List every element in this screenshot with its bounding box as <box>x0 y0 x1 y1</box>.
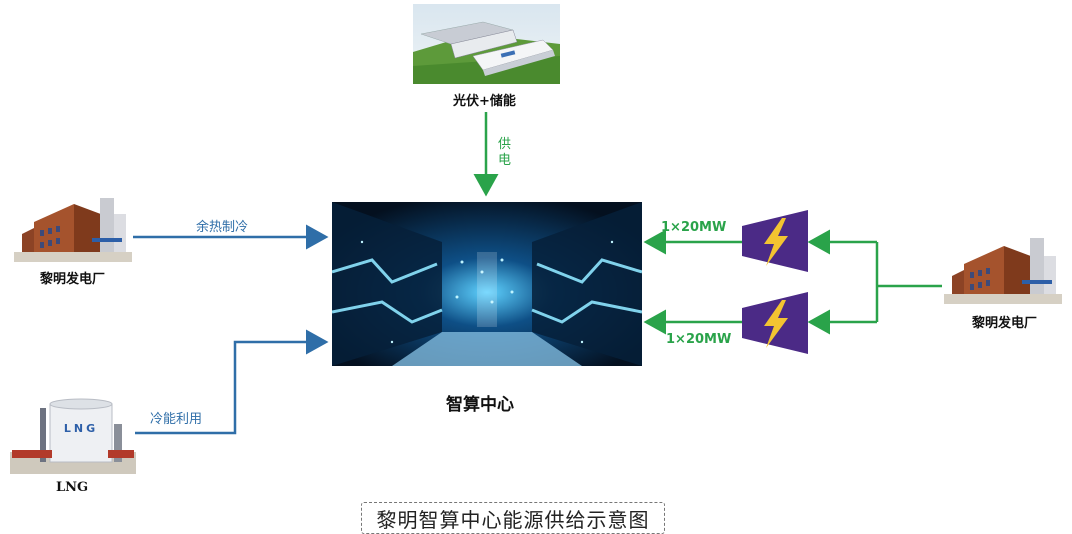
plant-left-label: 黎明发电厂 <box>40 272 106 287</box>
plant-right-image <box>944 238 1062 304</box>
lng-tank-text: LNG <box>64 422 98 435</box>
lng-tank-image: LNG <box>10 398 136 474</box>
transformer-top-label: 1×20MW <box>661 220 727 235</box>
data-center-image <box>332 202 642 366</box>
plant-left-image <box>14 198 132 262</box>
solar-supply-label: 供 电 <box>498 137 511 169</box>
diagram-title: 黎明智算中心能源供给示意图 <box>361 502 665 534</box>
transformer-bottom-label: 1×20MW <box>666 332 732 347</box>
solar-storage-image <box>413 4 560 84</box>
solar-supply-text: 供 电 <box>498 137 512 168</box>
plant-right-label: 黎明发电厂 <box>972 316 1038 331</box>
waste-heat-label: 余热制冷 <box>196 220 249 235</box>
lng-label: LNG <box>56 480 89 495</box>
transformer-top-icon <box>742 210 808 272</box>
solar-label: 光伏+储能 <box>453 94 516 109</box>
cold-energy-arrow <box>135 329 329 435</box>
cold-energy-label: 冷能利用 <box>150 412 203 427</box>
transformer-bottom-icon <box>742 292 808 354</box>
data-center-label: 智算中心 <box>446 395 514 415</box>
